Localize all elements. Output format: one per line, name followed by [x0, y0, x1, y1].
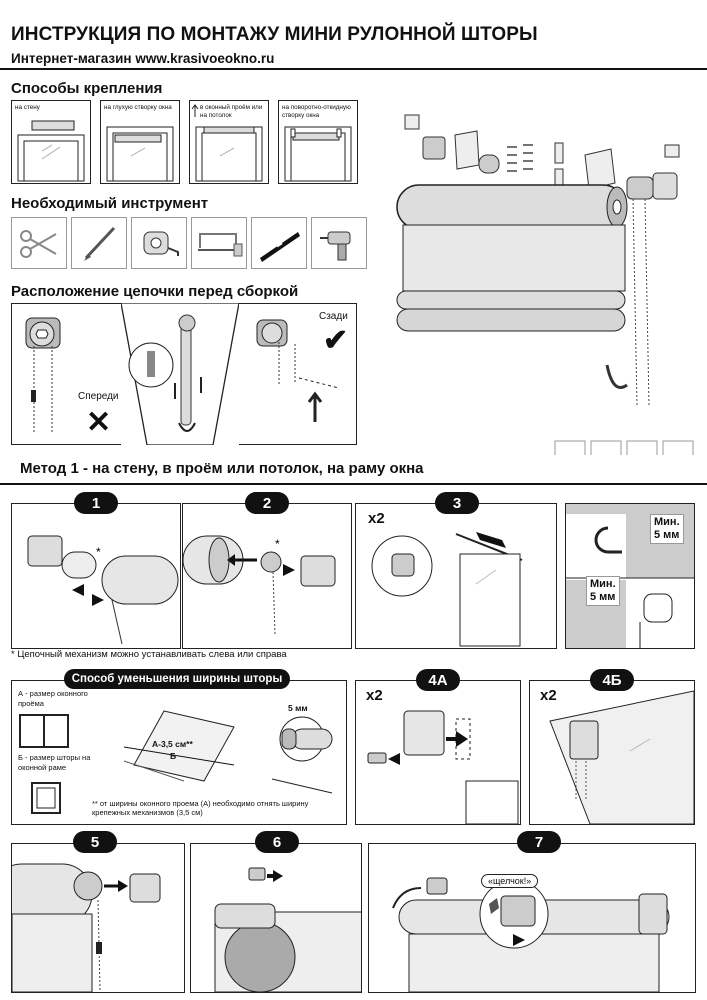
- opening-size-label: А - размер оконного проёма: [18, 689, 88, 708]
- frame-size-label: Б - размер шторы на оконной раме: [18, 753, 91, 772]
- step-6-panel: [190, 843, 362, 993]
- drill-icon: [311, 217, 367, 269]
- footnote: * Цепочный механизм можно устанавливать …: [11, 649, 287, 660]
- scissors-icon: [11, 217, 67, 269]
- step-4a-badge: 4А: [416, 669, 460, 691]
- mount-option-tilt-turn: на поворотно-откидную створку окна: [278, 100, 358, 184]
- step-4a-multiplier: x2: [366, 687, 383, 704]
- dimension-label: А-3,5 см**: [152, 739, 193, 749]
- cut-tube-illustration: [123, 710, 235, 782]
- page-subtitle: Интернет-магазин www.krasivoeokno.ru: [11, 51, 275, 66]
- wall-mount-illustration: [17, 120, 85, 182]
- width-reduce-note: ** от ширины оконного проема (А) необход…: [92, 799, 309, 817]
- step-1-panel: *: [11, 503, 181, 649]
- step-2-badge: 2: [245, 492, 289, 514]
- dimension-b-label: Б: [170, 751, 177, 761]
- step-3-badge: 3: [435, 492, 479, 514]
- width-reduce-heading: Способ уменьшения ширины шторы: [64, 669, 290, 689]
- chain-heading: Расположение цепочки перед сборкой: [11, 283, 299, 300]
- tape-measure-icon: [131, 217, 187, 269]
- fixed-sash-illustration: [106, 126, 174, 182]
- ceiling-mount-illustration: [191, 104, 263, 182]
- step-7-badge: 7: [517, 831, 561, 853]
- chain-front-panel: Спереди ✕: [11, 303, 121, 445]
- min-distance-label-top: Мин. 5 мм: [650, 514, 684, 544]
- method-divider: [0, 483, 707, 485]
- svg-text:*: *: [275, 537, 280, 551]
- tilt-turn-illustration: [284, 126, 352, 182]
- mount-option-fixed-sash: на глухую створку окна: [100, 100, 180, 184]
- chain-detail-panel: [121, 303, 239, 445]
- level-icon: [251, 217, 307, 269]
- width-reduce-panel: А - размер оконного проёма Б - размер шт…: [11, 680, 347, 825]
- step-min-distance-panel: Мин. 5 мм Мин. 5 мм: [565, 503, 695, 649]
- min-distance-label-bottom: Мин. 5 мм: [586, 576, 620, 606]
- step-5-panel: [11, 843, 185, 993]
- cut-detail-illustration: [271, 716, 333, 794]
- step-4b-panel: x2: [529, 680, 695, 825]
- method-heading: Метод 1 - на стену, в проём или потолок,…: [20, 460, 424, 477]
- svg-text:*: *: [96, 545, 101, 559]
- mount-option-wall: на стену: [11, 100, 91, 184]
- window-frame-icon: [31, 782, 61, 814]
- chain-back-panel: Сзади ✔: [239, 303, 357, 445]
- click-sound-label: «щелчок!»: [481, 874, 539, 888]
- step-4a-panel: x2: [355, 680, 521, 825]
- page-title: ИНСТРУКЦИЯ ПО МОНТАЖУ МИНИ РУЛОННОЙ ШТОР…: [11, 24, 538, 45]
- correct-check-icon: ✔: [323, 324, 349, 357]
- header-divider: [0, 68, 707, 70]
- front-label: Спереди: [78, 391, 119, 402]
- pencil-icon: [71, 217, 127, 269]
- step-3-multiplier: x2: [368, 510, 385, 527]
- step-2-panel: *: [182, 503, 352, 649]
- tools-heading: Необходимый инструмент: [11, 195, 209, 212]
- five-mm-label: 5 мм: [288, 703, 308, 713]
- step-6-badge: 6: [255, 831, 299, 853]
- step-3-panel: x2: [355, 503, 557, 649]
- step-7-panel: «щелчок!»: [368, 843, 696, 993]
- step-4b-badge: 4Б: [590, 669, 634, 691]
- window-opening-icon: [19, 714, 69, 748]
- back-label: Сзади: [319, 311, 348, 322]
- step-5-badge: 5: [73, 831, 117, 853]
- mount-option-opening-ceiling: в оконный проём или на потолок: [189, 100, 269, 184]
- exploded-assembly-illustration: [396, 114, 694, 455]
- wrong-x-icon: ✕: [86, 406, 112, 439]
- step-4b-multiplier: x2: [540, 687, 557, 704]
- step-1-badge: 1: [74, 492, 118, 514]
- mounting-heading: Способы крепления: [11, 80, 163, 97]
- hacksaw-icon: [191, 217, 247, 269]
